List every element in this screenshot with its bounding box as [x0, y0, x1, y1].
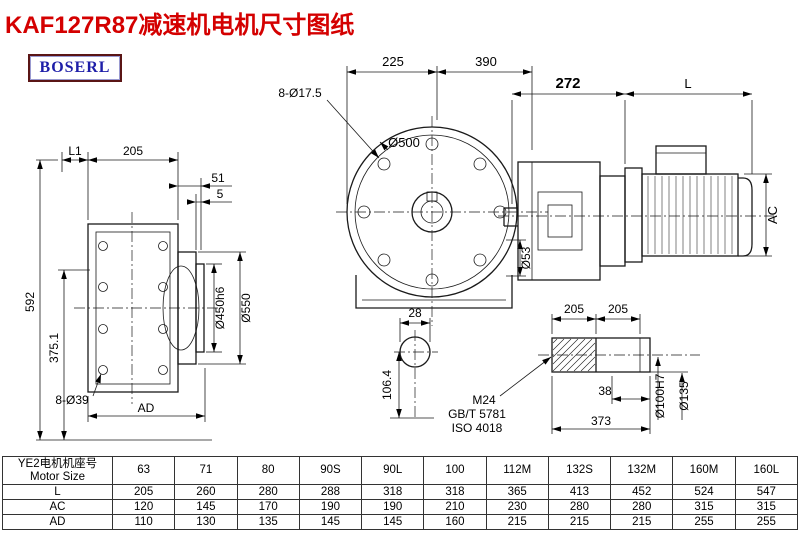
dim-l1: L1	[68, 144, 82, 158]
table-cell: 110	[111, 514, 176, 530]
dim-51: 51	[211, 171, 225, 185]
table-cell: 315	[734, 499, 799, 515]
brand-logo: BOSERL	[28, 54, 122, 82]
table-cell: 318	[423, 484, 487, 500]
table-cell: 452	[610, 484, 674, 500]
dim-d53: Ø53	[519, 246, 533, 269]
dim-205-b: 205	[608, 302, 628, 316]
table-cell: 280	[610, 499, 674, 515]
table-cell: 215	[547, 514, 612, 530]
table-cell: 255	[672, 514, 736, 530]
size-col-header: 63	[111, 456, 176, 485]
size-col-header: 90L	[361, 456, 425, 485]
table-cell: 190	[361, 499, 425, 515]
dim-holes-39: 8-Ø39	[55, 393, 89, 407]
table-cell: 145	[361, 514, 425, 530]
table-cell: 215	[485, 514, 549, 530]
motor-view	[498, 145, 774, 281]
table-cell: 288	[298, 484, 363, 500]
table-cell: 205	[111, 484, 176, 500]
flange-view-dimensions: 225 390 Ø500 8-Ø17.5 Ø53 28	[278, 54, 533, 419]
table-cell: 215	[610, 514, 674, 530]
table-cell: 120	[111, 499, 176, 515]
table-cell: 260	[174, 484, 238, 500]
size-col-header: 132M	[610, 456, 674, 485]
dim-205-a: 205	[564, 302, 584, 316]
table-row-ac: AC 120 145 170 190 190 210 230 280 280 3…	[2, 499, 799, 515]
dim-272: 272	[555, 75, 580, 92]
dim-106: 106.4	[380, 370, 394, 400]
dim-135: Ø135	[677, 381, 691, 411]
table-cell: 255	[734, 514, 799, 530]
dim-38: 38	[598, 384, 612, 398]
size-col-header: 80	[236, 456, 300, 485]
table-cell: 190	[298, 499, 363, 515]
row-label: AC	[2, 499, 113, 515]
size-col-header: 71	[174, 456, 238, 485]
standard-iso: ISO 4018	[452, 421, 503, 435]
table-cell: 210	[423, 499, 487, 515]
front-view	[74, 212, 218, 404]
dim-5: 5	[217, 187, 224, 201]
dim-bore-100: Ø100H7	[653, 373, 667, 418]
table-cell: 160	[423, 514, 487, 530]
table-cell: 365	[485, 484, 549, 500]
size-col-header: 112M	[485, 456, 549, 485]
motor-size-table: YE2电机机座号 Motor Size 63 71 80 90S 90L 100…	[2, 456, 799, 530]
table-cell: 130	[174, 514, 238, 530]
size-col-header: 90S	[298, 456, 363, 485]
table-cell: 318	[361, 484, 425, 500]
table-cell: 170	[236, 499, 300, 515]
motor-size-header: YE2电机机座号 Motor Size	[2, 456, 113, 485]
table-row-ad: AD 110 130 135 145 145 160 215 215 215 2…	[2, 514, 799, 530]
table-cell: 135	[236, 514, 300, 530]
shaft-section-view	[394, 330, 438, 420]
size-col-header: 160L	[734, 456, 799, 485]
dim-28: 28	[408, 306, 422, 320]
size-col-header: 100	[423, 456, 487, 485]
dim-390: 390	[475, 54, 497, 69]
dim-flange-550: Ø550	[239, 293, 253, 323]
flange-view	[336, 116, 548, 326]
table-header-row: YE2电机机座号 Motor Size 63 71 80 90S 90L 100…	[2, 456, 799, 485]
table-cell: 315	[672, 499, 736, 515]
table-cell: 524	[672, 484, 736, 500]
size-col-header: 132S	[547, 456, 612, 485]
table-cell: 413	[547, 484, 612, 500]
motor-view-dimensions: 272 L AC	[511, 75, 780, 257]
table-cell: 145	[298, 514, 363, 530]
dim-width-205: 205	[123, 144, 143, 158]
table-cell: 145	[174, 499, 238, 515]
row-label: AD	[2, 514, 113, 530]
motor-size-header-cn: YE2电机机座号	[17, 457, 98, 470]
dim-holes-175: 8-Ø17.5	[278, 86, 322, 100]
dim-flange-450: Ø450h6	[213, 286, 227, 329]
table-cell: 547	[734, 484, 799, 500]
shaft-detail-view	[538, 337, 700, 373]
dim-ad: AD	[138, 401, 155, 415]
dim-height-592: 592	[23, 292, 37, 312]
page-title: KAF127R87减速机电机尺寸图纸	[5, 12, 355, 39]
table-cell: 280	[236, 484, 300, 500]
dim-225: 225	[382, 54, 404, 69]
table-cell: 230	[485, 499, 549, 515]
front-view-dimensions: L1 205 51 5 592 375.1	[23, 144, 253, 441]
table-cell: 280	[547, 499, 612, 515]
dim-373: 373	[591, 414, 611, 428]
motor-size-header-en: Motor Size	[30, 470, 85, 483]
dim-ac: AC	[765, 206, 780, 224]
dim-d500: Ø500	[388, 135, 420, 150]
dim-l: L	[684, 76, 691, 91]
standard-gbt: GB/T 5781	[448, 407, 506, 421]
size-col-header: 160M	[672, 456, 736, 485]
table-row-l: L 205 260 280 288 318 318 365 413 452 52…	[2, 484, 799, 500]
dim-m24: M24	[472, 393, 496, 407]
shaft-detail-dimensions: 205 205 38 373 M24 GB/T 5781 ISO 4018 Ø	[448, 302, 691, 435]
dim-height-375: 375.1	[47, 333, 61, 363]
row-label: L	[2, 484, 113, 500]
